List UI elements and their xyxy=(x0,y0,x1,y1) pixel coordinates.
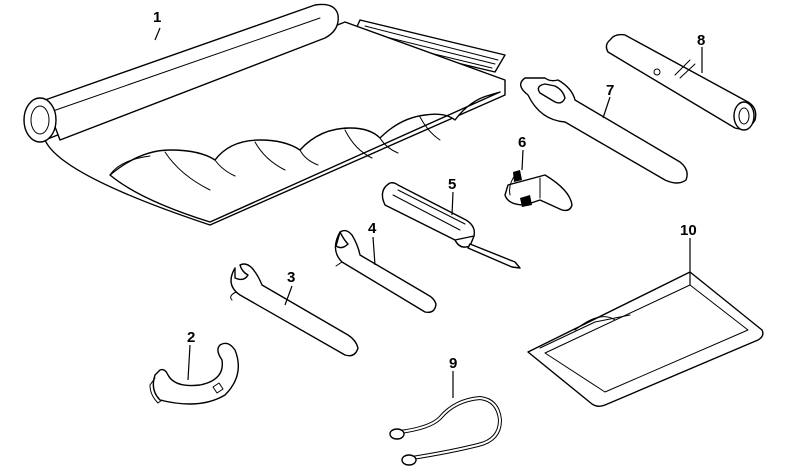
callout-9: 9 xyxy=(449,355,457,372)
callout-2: 2 xyxy=(187,329,195,346)
leader-line-7 xyxy=(602,96,611,119)
part-4-hook-spanner xyxy=(334,229,437,314)
callout-4: 4 xyxy=(368,220,377,237)
callout-5: 5 xyxy=(448,176,456,193)
leader-line-4 xyxy=(372,236,376,266)
part-2-hook-wrench xyxy=(149,342,239,405)
part-7-ring-spanner xyxy=(520,77,688,184)
leader-line-2 xyxy=(187,344,191,381)
callout-7: 7 xyxy=(606,82,614,99)
part-3-spanner xyxy=(230,263,359,357)
part-9-ground-cable xyxy=(389,396,502,466)
callout-6: 6 xyxy=(518,134,526,151)
leader-line-5 xyxy=(451,191,454,216)
leader-line-6 xyxy=(521,149,524,171)
part-1-tool-roll xyxy=(23,3,506,226)
callout-3: 3 xyxy=(287,269,295,286)
leader-line-3 xyxy=(284,285,293,306)
leader-line-1 xyxy=(154,27,161,41)
callout-1: 1 xyxy=(153,9,161,26)
callout-10: 10 xyxy=(680,222,697,239)
part-6-bit-adapter xyxy=(504,170,573,212)
callout-8: 8 xyxy=(697,32,705,49)
part-10-document-folder xyxy=(527,271,764,407)
part-5-screwdriver xyxy=(381,182,521,269)
part-8-tube-wrench xyxy=(605,33,757,131)
